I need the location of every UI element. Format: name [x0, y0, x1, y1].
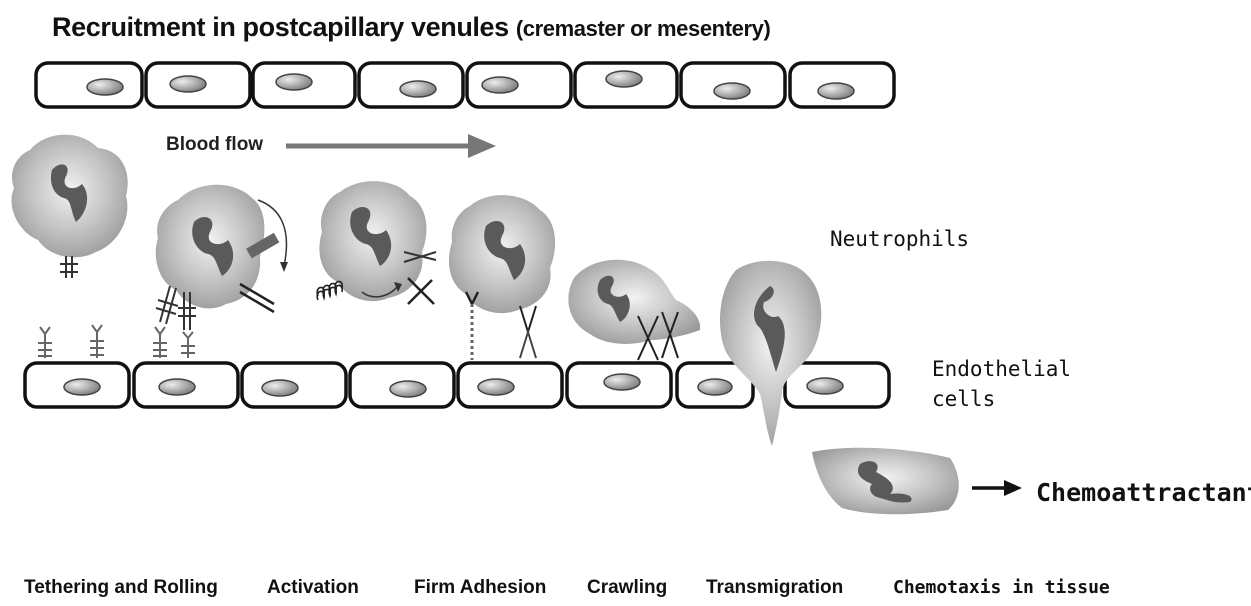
- neutrophil-activation: [317, 181, 436, 304]
- chemoattractant-label: Chemoattractant: [1036, 478, 1251, 507]
- title-sub: (cremaster or mesentery): [516, 16, 771, 41]
- endothelial-label: Endothelial cells: [932, 354, 1071, 414]
- ligand-stem: [38, 327, 52, 358]
- endothelial-cell: [790, 63, 894, 107]
- blood-flow-arrow: [286, 134, 496, 158]
- neutrophils-label: Neutrophils: [830, 227, 969, 251]
- endothelial-cell: [567, 363, 671, 407]
- endothelial-cell: [146, 63, 250, 107]
- endothelial-cell: [350, 363, 454, 407]
- step-firm-adhesion: Firm Adhesion: [414, 577, 546, 599]
- endothelial-cell: [36, 63, 142, 107]
- neutrophil-crawling: [568, 260, 700, 360]
- neutrophil-rolling: [156, 185, 288, 330]
- endothelial-cell: [25, 363, 129, 407]
- endothelial-cell: [253, 63, 355, 107]
- step-transmigration: Transmigration: [706, 577, 843, 599]
- title-main: Recruitment in postcapillary venules: [52, 12, 509, 42]
- step-chemotaxis-in-tissue: Chemotaxis in tissue: [893, 577, 1110, 598]
- endothelial-cell: [134, 363, 238, 407]
- endothelial-cell: [359, 63, 463, 107]
- endothelial-cell: [242, 363, 346, 407]
- ligand-stem: [90, 325, 104, 358]
- chemoattractant-arrow: [972, 480, 1022, 496]
- ligand-stem: [153, 327, 167, 358]
- endothelial-label-line2: cells: [932, 384, 1071, 414]
- step-tethering-rolling: Tethering and Rolling: [24, 577, 218, 599]
- ligand-stem: [181, 332, 195, 358]
- neutrophil-firm-adhesion: [449, 195, 555, 360]
- blood-flow-label: Blood flow: [166, 134, 263, 156]
- diagram-title: Recruitment in postcapillary venules (cr…: [52, 12, 770, 43]
- endothelial-cell: [458, 363, 562, 407]
- neutrophil-free: [11, 135, 127, 278]
- step-activation: Activation: [267, 577, 359, 599]
- step-crawling: Crawling: [587, 577, 667, 599]
- endothelial-cell: [681, 63, 785, 107]
- neutrophil-transmigration: [720, 261, 821, 446]
- endothelial-cell: [575, 63, 677, 107]
- top-endothelial-row: [36, 63, 894, 107]
- endothelial-cell: [467, 63, 571, 107]
- endothelial-cell: [785, 363, 889, 407]
- neutrophil-in-tissue: [812, 448, 959, 515]
- endothelial-ligands: [38, 325, 195, 358]
- endothelial-label-line1: Endothelial: [932, 354, 1071, 384]
